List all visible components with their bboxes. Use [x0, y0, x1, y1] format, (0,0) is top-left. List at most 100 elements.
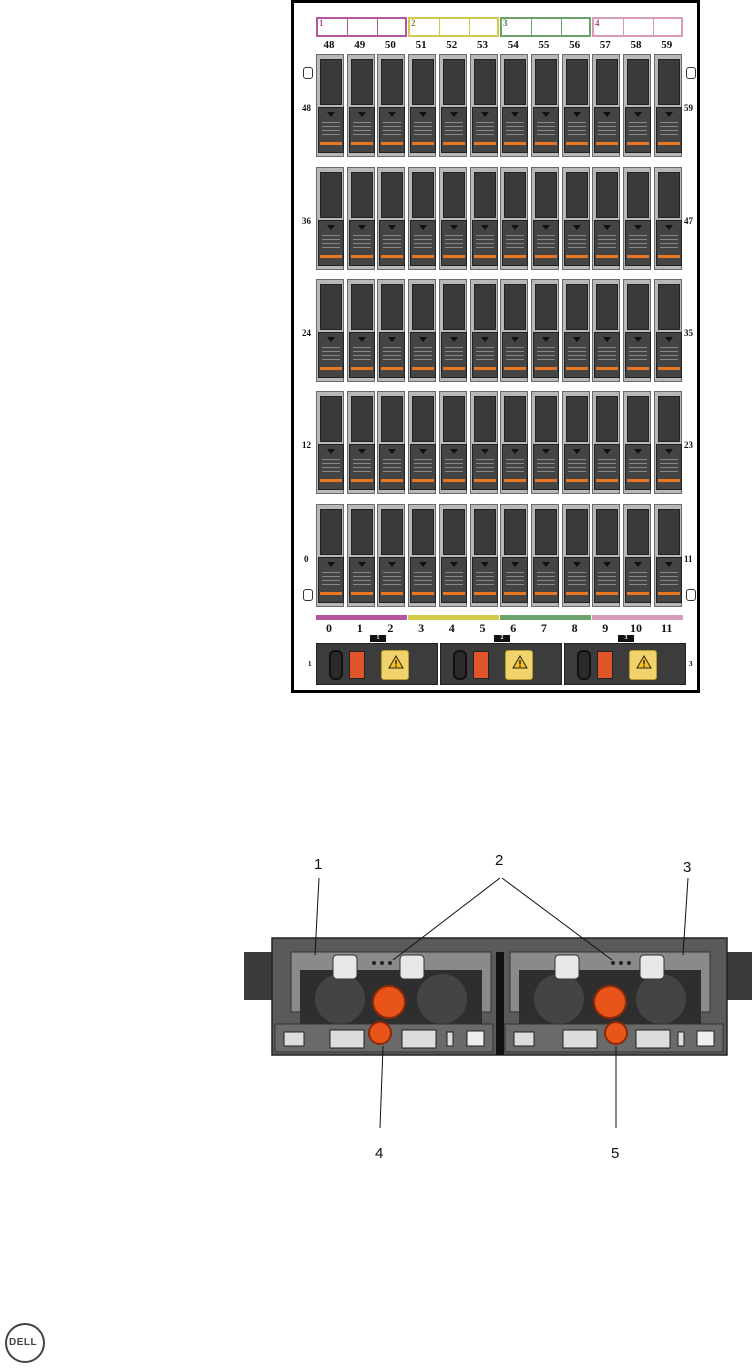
management-port-icon[interactable] [696, 1030, 715, 1047]
drive-carrier[interactable] [316, 54, 344, 157]
drive-carrier[interactable] [469, 279, 498, 382]
drive-latch[interactable] [379, 107, 406, 153]
drive-carrier[interactable] [623, 54, 651, 157]
drive-carrier[interactable] [316, 167, 344, 270]
drive-latch[interactable] [379, 557, 406, 603]
drive-carrier[interactable] [469, 391, 498, 494]
drive-carrier[interactable] [408, 167, 437, 270]
drive-carrier[interactable] [438, 167, 467, 270]
sas-port-icon[interactable] [562, 1029, 598, 1049]
drive-latch[interactable] [379, 444, 406, 490]
drive-carrier[interactable] [653, 54, 682, 157]
drive-latch[interactable] [563, 332, 590, 378]
drive-latch[interactable] [532, 557, 559, 603]
drive-latch[interactable] [532, 220, 559, 266]
management-port-icon[interactable] [466, 1030, 485, 1047]
drive-latch[interactable] [625, 107, 651, 153]
drive-latch[interactable] [471, 220, 498, 266]
psu-handle-icon[interactable] [329, 650, 343, 680]
drive-latch[interactable] [532, 332, 559, 378]
drive-latch[interactable] [410, 332, 437, 378]
drive-carrier[interactable] [500, 391, 529, 494]
drive-latch[interactable] [594, 107, 621, 153]
drive-latch[interactable] [563, 557, 590, 603]
drive-latch[interactable] [379, 220, 406, 266]
drive-carrier[interactable] [346, 504, 375, 607]
drive-latch[interactable] [410, 444, 437, 490]
drive-carrier[interactable] [346, 391, 375, 494]
drive-latch[interactable] [318, 220, 344, 266]
drive-carrier[interactable] [623, 167, 651, 270]
drive-carrier[interactable] [623, 504, 651, 607]
release-lever-icon[interactable] [554, 954, 580, 980]
drive-carrier[interactable] [530, 504, 559, 607]
drive-latch[interactable] [655, 444, 682, 490]
power-supply-2[interactable] [440, 643, 562, 685]
drive-latch[interactable] [440, 557, 467, 603]
drive-latch[interactable] [471, 107, 498, 153]
drive-latch[interactable] [625, 332, 651, 378]
drive-latch[interactable] [532, 107, 559, 153]
psu-release-latch[interactable] [473, 651, 489, 679]
drive-carrier[interactable] [530, 279, 559, 382]
click-release-button[interactable] [368, 1021, 392, 1045]
drive-latch[interactable] [655, 557, 682, 603]
psu-handle-icon[interactable] [453, 650, 467, 680]
drive-latch[interactable] [318, 332, 344, 378]
drive-latch[interactable] [318, 107, 344, 153]
click-release-button[interactable] [372, 985, 406, 1019]
drive-latch[interactable] [471, 332, 498, 378]
drive-carrier[interactable] [592, 54, 621, 157]
drive-carrier[interactable] [592, 167, 621, 270]
drive-carrier[interactable] [500, 279, 529, 382]
drive-carrier[interactable] [316, 504, 344, 607]
click-release-button[interactable] [593, 985, 627, 1019]
sas-port-icon[interactable] [329, 1029, 365, 1049]
drive-carrier[interactable] [469, 167, 498, 270]
drive-latch[interactable] [502, 220, 529, 266]
port-icon[interactable] [283, 1031, 305, 1047]
drive-latch[interactable] [594, 557, 621, 603]
drive-carrier[interactable] [561, 167, 590, 270]
drive-carrier[interactable] [592, 504, 621, 607]
drive-latch[interactable] [318, 444, 344, 490]
drive-carrier[interactable] [653, 391, 682, 494]
drive-carrier[interactable] [408, 279, 437, 382]
drive-carrier[interactable] [623, 279, 651, 382]
drive-carrier[interactable] [346, 167, 375, 270]
drive-latch[interactable] [348, 220, 375, 266]
drive-latch[interactable] [471, 444, 498, 490]
drive-carrier[interactable] [500, 504, 529, 607]
drive-carrier[interactable] [377, 54, 406, 157]
drive-latch[interactable] [348, 557, 375, 603]
drive-latch[interactable] [348, 332, 375, 378]
drive-carrier[interactable] [469, 504, 498, 607]
psu-release-latch[interactable] [597, 651, 613, 679]
drive-carrier[interactable] [469, 54, 498, 157]
drive-latch[interactable] [440, 444, 467, 490]
drive-latch[interactable] [379, 332, 406, 378]
drive-latch[interactable] [655, 107, 682, 153]
drive-carrier[interactable] [561, 391, 590, 494]
drive-carrier[interactable] [592, 279, 621, 382]
drive-latch[interactable] [655, 220, 682, 266]
drive-latch[interactable] [348, 444, 375, 490]
release-lever-icon[interactable] [332, 954, 358, 980]
drive-latch[interactable] [410, 107, 437, 153]
power-supply-3[interactable] [564, 643, 686, 685]
drive-latch[interactable] [471, 557, 498, 603]
drive-carrier[interactable] [377, 279, 406, 382]
drive-latch[interactable] [532, 444, 559, 490]
drive-latch[interactable] [502, 332, 529, 378]
drive-latch[interactable] [410, 220, 437, 266]
drive-carrier[interactable] [500, 167, 529, 270]
drive-carrier[interactable] [530, 391, 559, 494]
release-lever-icon[interactable] [639, 954, 665, 980]
power-supply-1[interactable] [316, 643, 438, 685]
drive-carrier[interactable] [561, 279, 590, 382]
drive-carrier[interactable] [500, 54, 529, 157]
drive-latch[interactable] [625, 220, 651, 266]
drive-carrier[interactable] [346, 54, 375, 157]
drive-carrier[interactable] [623, 391, 651, 494]
drive-latch[interactable] [502, 107, 529, 153]
